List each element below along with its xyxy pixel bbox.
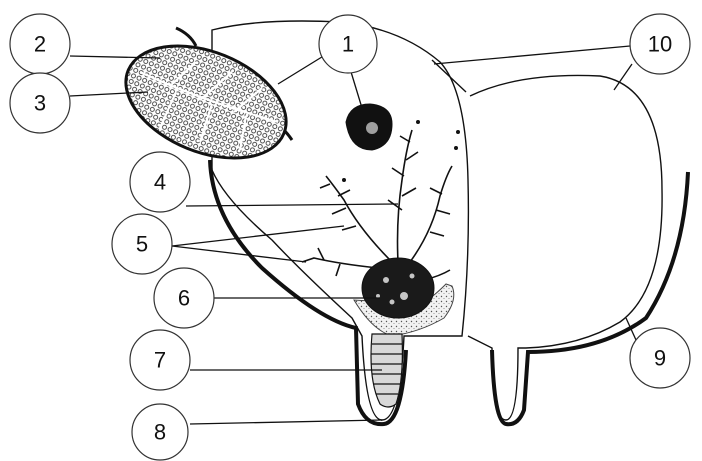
svg-text:10: 10	[648, 32, 672, 57]
svg-text:6: 6	[178, 286, 190, 311]
svg-text:3: 3	[34, 91, 46, 116]
leaf-organ-stalk	[176, 28, 196, 46]
leaf-organ-body	[109, 24, 302, 180]
svg-text:2: 2	[34, 32, 46, 57]
dark-node-spot	[366, 122, 378, 134]
label-6: 6	[154, 268, 214, 328]
gland-dark-body	[362, 258, 434, 318]
svg-text:8: 8	[154, 420, 166, 445]
connector-stalk	[432, 60, 466, 92]
label-1: 1	[319, 15, 377, 73]
svg-text:1: 1	[342, 32, 354, 57]
label-2: 2	[10, 14, 70, 74]
label-8: 8	[132, 404, 188, 460]
label-9: 9	[630, 328, 690, 388]
label-7: 7	[130, 330, 190, 390]
svg-text:4: 4	[154, 170, 166, 195]
label-5: 5	[112, 214, 172, 274]
svg-text:5: 5	[136, 232, 148, 257]
svg-text:7: 7	[154, 348, 166, 373]
label-4: 4	[130, 152, 190, 212]
label-3: 3	[10, 73, 70, 133]
svg-text:9: 9	[654, 346, 666, 371]
label-10: 10	[630, 14, 690, 74]
